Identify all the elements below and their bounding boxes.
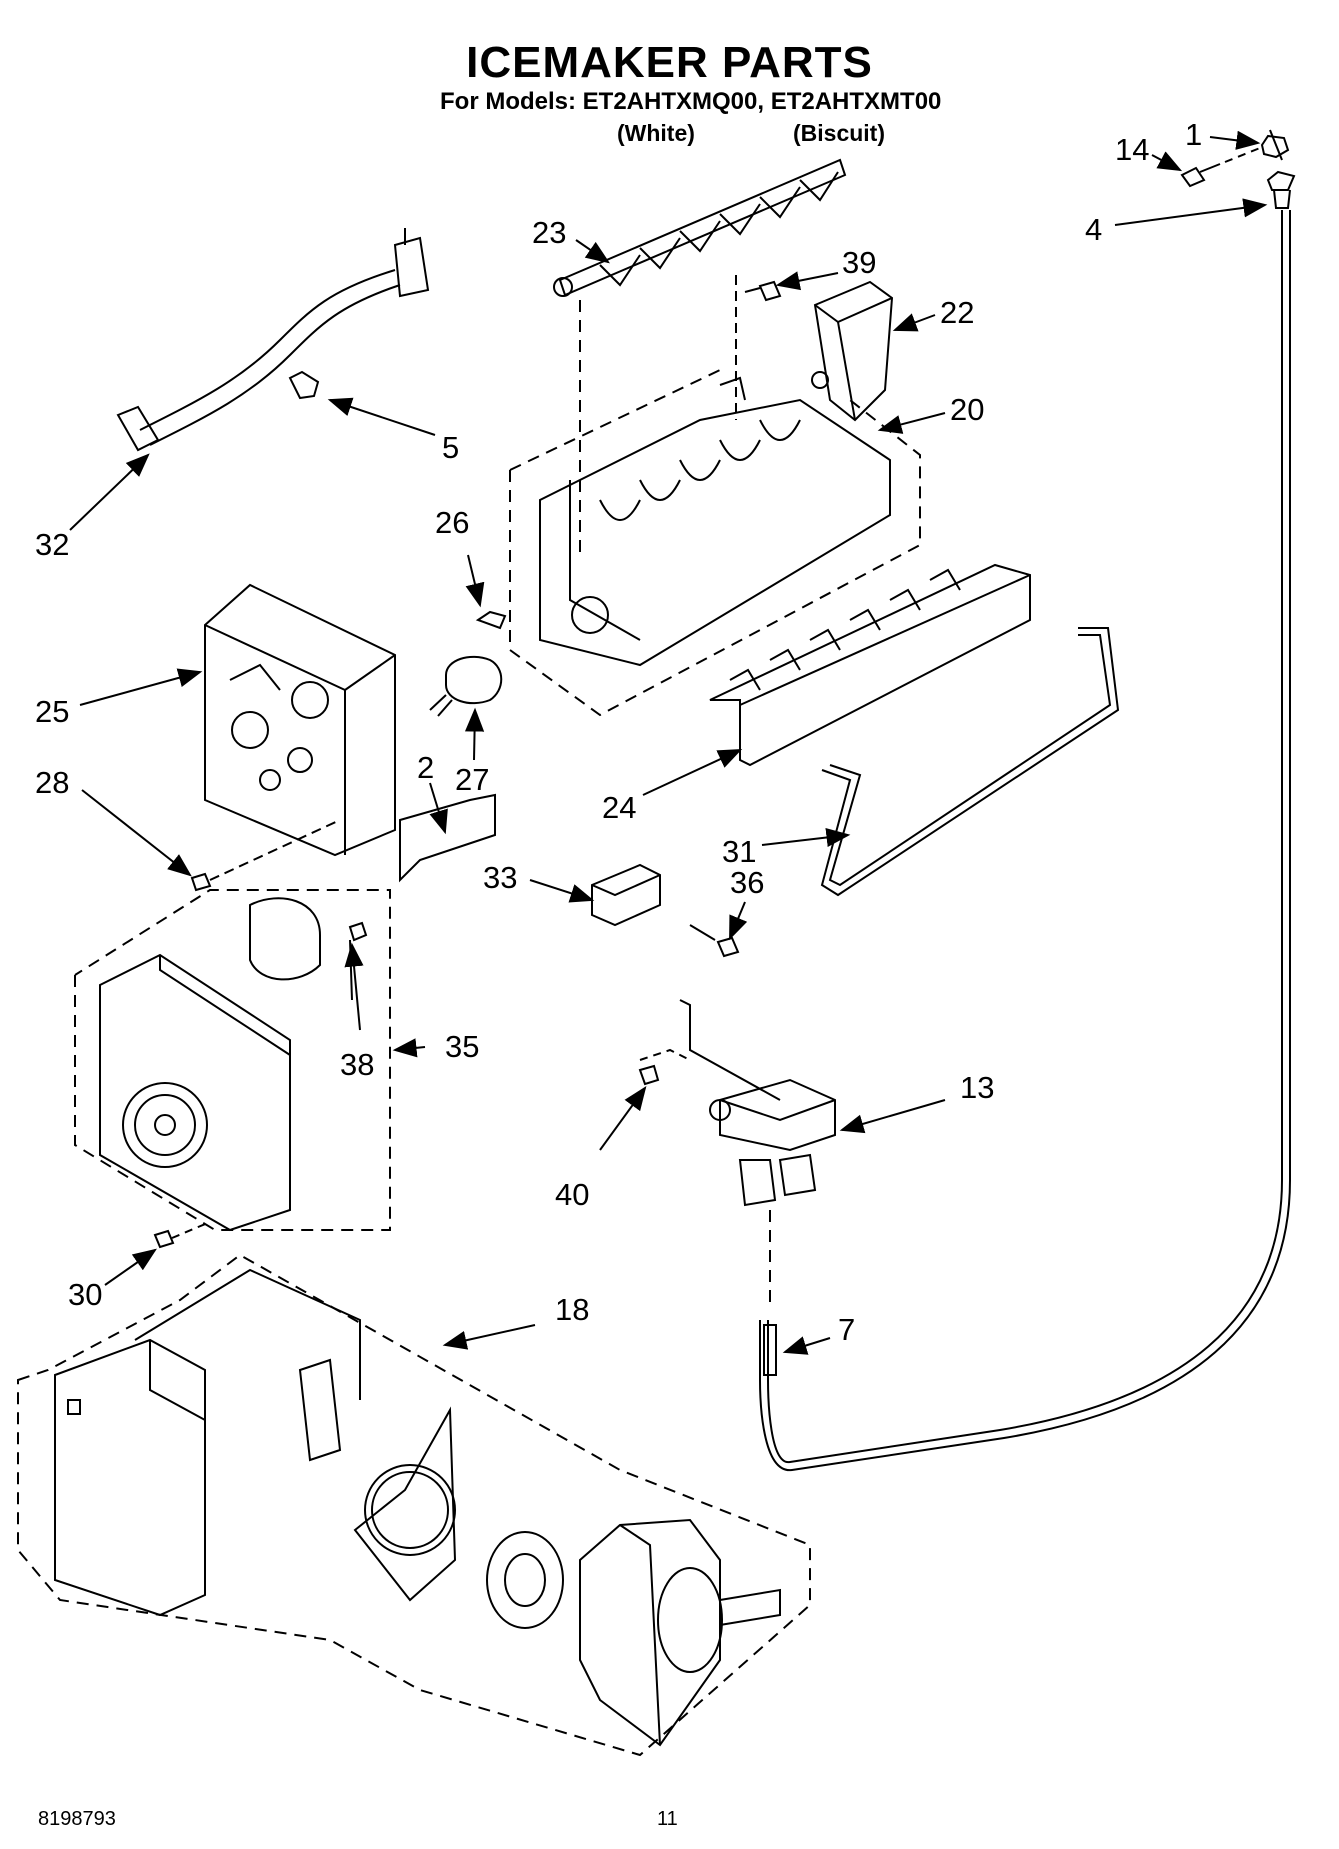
leader-24 xyxy=(642,748,743,796)
callout-18: 18 xyxy=(555,1292,589,1327)
leader-31 xyxy=(761,827,851,848)
fan-assembly-part xyxy=(17,1253,811,1757)
leader-30 xyxy=(104,1248,157,1286)
callout-40: 40 xyxy=(555,1177,589,1212)
ejector-part xyxy=(553,158,847,560)
callout-1: 1 xyxy=(1185,117,1202,152)
leader-38 xyxy=(344,942,364,1031)
tube-nut-part xyxy=(1260,129,1290,161)
screw-part-30 xyxy=(153,1221,211,1249)
mold-part xyxy=(509,369,921,717)
document-number: 8198793 xyxy=(38,1808,116,1830)
leader-25 xyxy=(79,668,203,706)
ice-stripper-part xyxy=(709,563,1031,767)
callout-5: 5 xyxy=(442,430,459,465)
leader-14 xyxy=(1151,151,1183,172)
leader-36 xyxy=(729,901,748,941)
variant-biscuit-label: (Biscuit) xyxy=(793,120,885,146)
leader-39 xyxy=(775,271,839,291)
leader-2 xyxy=(429,782,448,835)
leader-5 xyxy=(327,397,436,436)
water-tube-inner xyxy=(759,210,1291,1472)
leader-23 xyxy=(575,239,610,264)
ferrule-part xyxy=(1266,170,1296,209)
callout-24: 24 xyxy=(602,790,636,825)
leader-18 xyxy=(442,1324,536,1350)
screw-part-38 xyxy=(348,921,368,942)
cover-part-22 xyxy=(811,280,894,422)
shutoff-arm-part xyxy=(820,627,1120,897)
callout-35: 35 xyxy=(445,1029,479,1064)
callout-23: 23 xyxy=(532,215,566,250)
callout-25: 25 xyxy=(35,694,69,729)
screw-part-14 xyxy=(1180,147,1261,188)
leader-26 xyxy=(465,554,485,608)
callout-22: 22 xyxy=(940,295,974,330)
leader-1 xyxy=(1209,130,1261,150)
water-valve-part xyxy=(639,999,836,1207)
wire-harness-part xyxy=(116,228,430,452)
page-number: 11 xyxy=(657,1808,678,1830)
leader-35 xyxy=(392,1038,426,1058)
callout-38: 38 xyxy=(340,1047,374,1082)
leader-33 xyxy=(529,879,595,903)
callout-13: 13 xyxy=(960,1070,994,1105)
leader-27 xyxy=(464,707,485,761)
fill-tube-part xyxy=(763,1210,777,1376)
bracket-part-2 xyxy=(399,793,496,883)
leader-20 xyxy=(877,412,946,434)
page-title: ICEMAKER PARTS xyxy=(466,38,873,87)
motor-assembly-part xyxy=(74,889,391,1232)
control-housing-part xyxy=(204,583,396,857)
leader-40 xyxy=(599,1086,647,1151)
leader-13 xyxy=(839,1099,946,1134)
callout-2: 2 xyxy=(417,750,434,785)
callout-39: 39 xyxy=(842,245,876,280)
leader-4 xyxy=(1114,198,1268,226)
callout-33: 33 xyxy=(483,860,517,895)
callout-32: 32 xyxy=(35,527,69,562)
callout-30: 30 xyxy=(68,1277,102,1312)
thermostat-part xyxy=(429,610,507,717)
callout-31: 31 xyxy=(722,834,756,869)
callout-20: 20 xyxy=(950,392,984,427)
screw-part-36 xyxy=(689,924,740,958)
callout-36: 36 xyxy=(730,865,764,900)
callout-7: 7 xyxy=(838,1312,855,1347)
clip-part-5 xyxy=(288,370,320,400)
callout-14: 14 xyxy=(1115,132,1149,167)
callout-4: 4 xyxy=(1085,212,1102,247)
cover-part-33 xyxy=(591,863,661,927)
callout-26: 26 xyxy=(435,505,469,540)
callout-27: 27 xyxy=(455,762,489,797)
leader-28 xyxy=(81,789,192,877)
leader-32 xyxy=(69,453,150,531)
screw-part-28 xyxy=(190,819,341,892)
callout-28: 28 xyxy=(35,765,69,800)
models-line: For Models: ET2AHTXMQ00, ET2AHTXMT00 xyxy=(440,88,942,115)
variant-white-label: (White) xyxy=(617,120,695,146)
leader-22 xyxy=(892,313,936,332)
leader-7 xyxy=(782,1336,831,1355)
screw-part-39 xyxy=(735,275,782,420)
water-tube xyxy=(767,210,1283,1464)
screw-part-40 xyxy=(638,1064,660,1086)
